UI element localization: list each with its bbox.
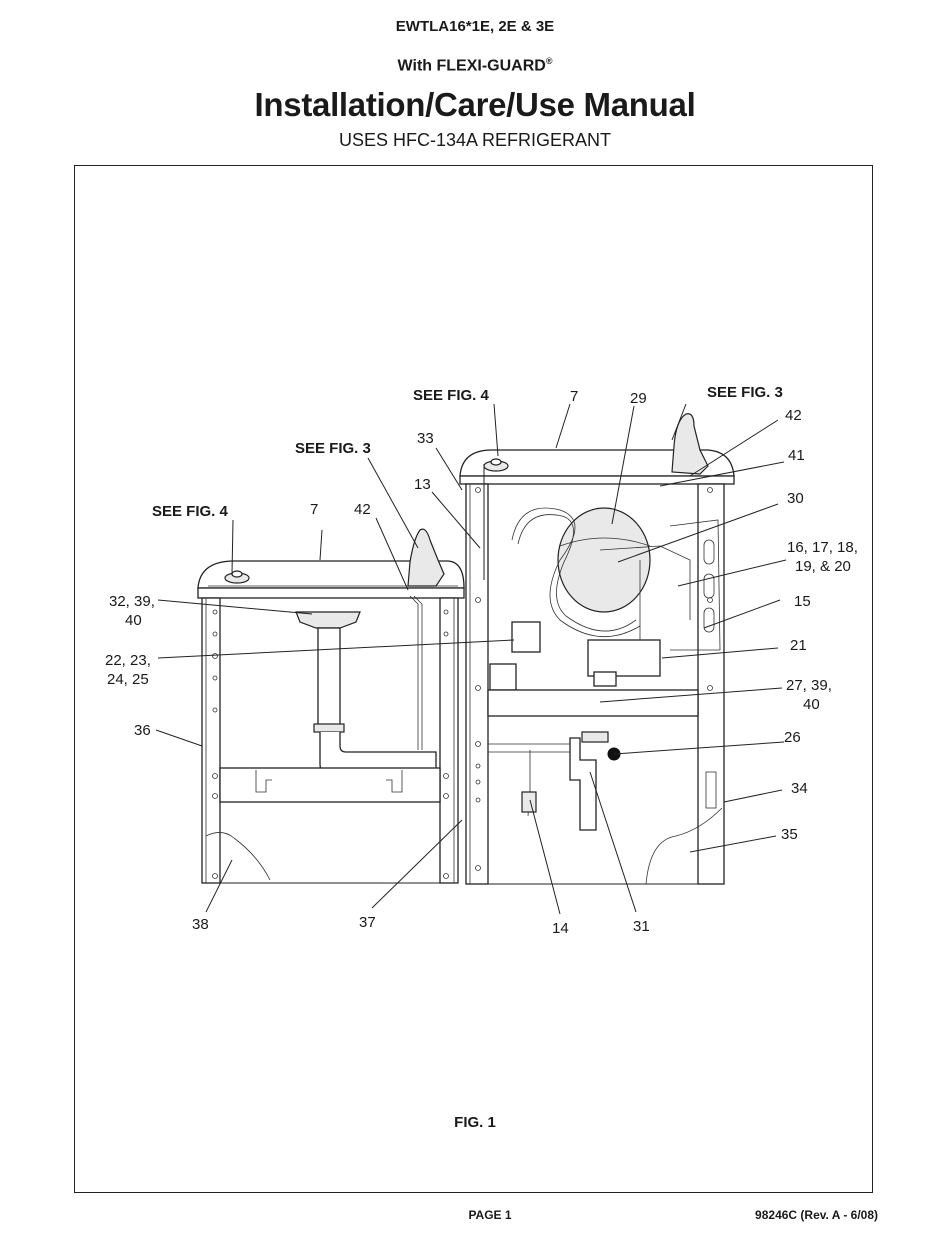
callout-42-right: 42 — [785, 407, 802, 424]
callout-32-line2: 40 — [125, 612, 142, 629]
callout-16-line2: 19, & 20 — [795, 558, 851, 575]
callout-42-left: 42 — [354, 501, 371, 518]
callout-41: 41 — [788, 447, 805, 464]
refrigerant-note: USES HFC-134A REFRIGERANT — [338, 130, 612, 150]
page-number: PAGE 1 — [468, 1208, 512, 1222]
callout-15: 15 — [794, 593, 811, 610]
callout-27-line2: 40 — [803, 696, 820, 713]
subtitle-text: With FLEXI-GUARD — [397, 57, 546, 75]
see-fig4-left-ref: SEE FIG. 4 — [152, 503, 229, 520]
figure-caption: FIG. 1 — [454, 1114, 496, 1131]
callout-37: 37 — [359, 914, 376, 931]
model-number: EWTLA16*1E, 2E & 3E — [395, 18, 555, 35]
callout-36: 36 — [134, 722, 151, 739]
callout-30: 30 — [787, 490, 804, 507]
callout-38: 38 — [192, 916, 209, 933]
callout-26: 26 — [784, 729, 801, 746]
see-fig4-right-ref: SEE FIG. 4 — [413, 387, 490, 404]
callout-labels: SEE FIG. 4 SEE FIG. 3 SEE FIG. 3 SEE FIG… — [105, 384, 858, 937]
callout-22-line2: 24, 25 — [107, 671, 149, 688]
callout-22-line1: 22, 23, — [105, 652, 151, 669]
manual-title: Installation/Care/Use Manual — [254, 86, 696, 123]
callout-33: 33 — [417, 430, 434, 447]
document-number: 98246C (Rev. A - 6/08) — [755, 1208, 878, 1222]
callout-13: 13 — [414, 476, 431, 493]
callout-34: 34 — [791, 780, 808, 797]
callout-32-line1: 32, 39, — [109, 593, 155, 610]
callout-31: 31 — [633, 918, 650, 935]
callout-27-line1: 27, 39, — [786, 677, 832, 694]
left-cooler-unit — [197, 528, 465, 884]
callout-7-top: 7 — [570, 388, 578, 405]
callout-7-left: 7 — [310, 501, 318, 518]
leader-lines — [155, 403, 787, 915]
right-cooler-unit — [459, 413, 735, 885]
see-fig3-right-ref: SEE FIG. 3 — [707, 384, 783, 401]
registered-mark: ® — [545, 56, 553, 66]
callout-35: 35 — [781, 826, 798, 843]
callout-29: 29 — [630, 390, 647, 407]
cooler-exploded-drawing: SEE FIG. 4 SEE FIG. 3 SEE FIG. 3 SEE FIG… — [105, 384, 858, 937]
figure-frame — [74, 165, 873, 1193]
see-fig3-left-ref: SEE FIG. 3 — [295, 440, 371, 457]
product-subtitle: With FLEXI-GUARD® — [0, 56, 950, 75]
callout-21: 21 — [790, 637, 807, 654]
callout-16-line1: 16, 17, 18, — [787, 539, 858, 556]
callout-14: 14 — [552, 920, 569, 937]
